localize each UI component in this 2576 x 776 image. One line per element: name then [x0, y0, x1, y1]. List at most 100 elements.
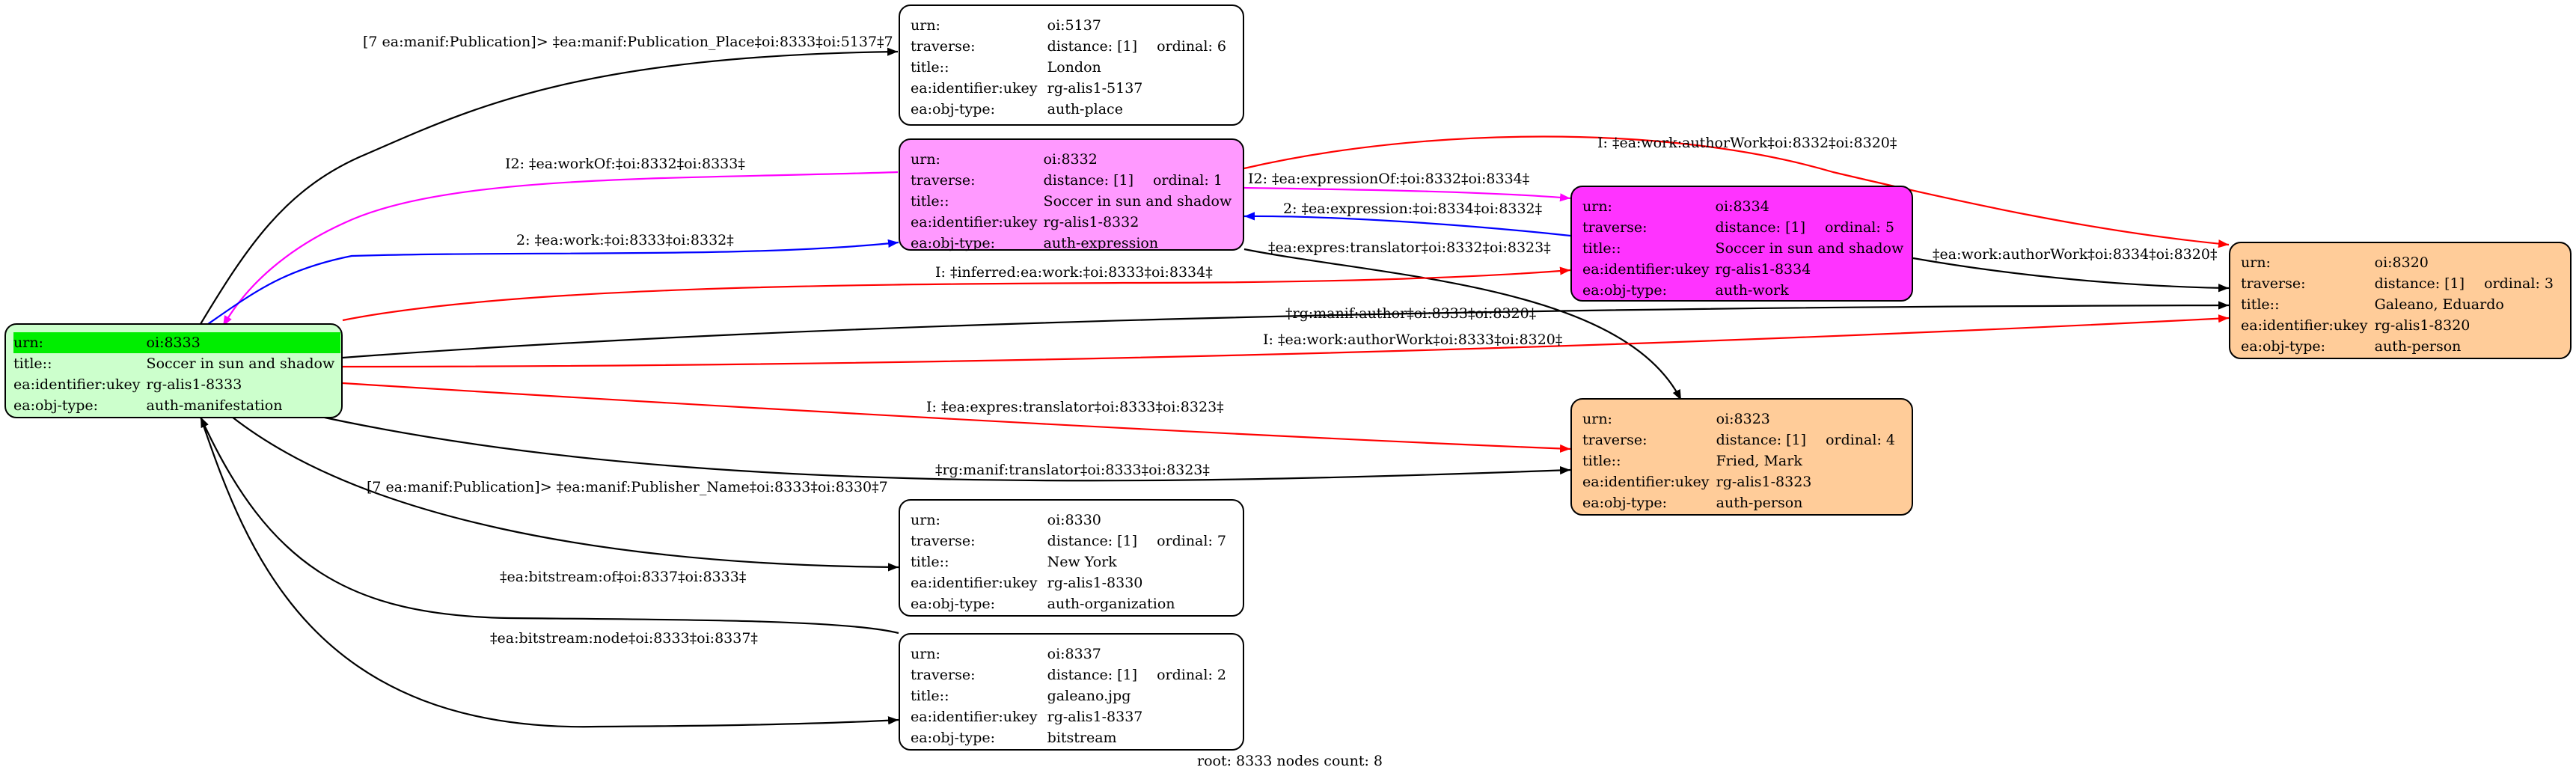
root-node-8333[interactable]: urn: oi:8333 title:: Soccer in sun and s…: [4, 323, 343, 418]
urn-value: oi:8334: [1715, 198, 1769, 215]
edge-expres-translator-8333: [342, 382, 1571, 453]
ordinal-value: ordinal: 2: [1157, 667, 1226, 683]
distance-value: distance: [1]: [1047, 533, 1138, 549]
ordinal-value: ordinal: 4: [1826, 432, 1895, 448]
traverse-key: traverse:: [1582, 432, 1648, 448]
title-value: New York: [1047, 554, 1117, 570]
node-8337[interactable]: urn:oi:8337 traverse:distance: [1]ordina…: [899, 633, 1244, 751]
root-type-key: ea:obj-type:: [13, 397, 99, 414]
root-ukey-value: rg-alis1-8333: [146, 376, 242, 393]
traverse-key: traverse:: [911, 533, 976, 549]
title-value: galeano.jpg: [1047, 688, 1131, 704]
root-type-value: auth-manifestation: [146, 397, 283, 414]
ordinal-value: ordinal: 7: [1157, 533, 1226, 549]
type-value: bitstream: [1047, 730, 1117, 746]
graph-footer: root: 8333 nodes count: 8: [1197, 753, 1383, 769]
urn-value: oi:8323: [1716, 411, 1770, 427]
node-5137[interactable]: urn:oi:5137 traverse:distance: [1]ordina…: [899, 4, 1244, 126]
title-key: title::: [1582, 453, 1621, 469]
title-key: title::: [911, 554, 949, 570]
ukey-value: rg-alis1-8337: [1047, 709, 1143, 725]
traverse-value: distance: [1]ordinal: 6: [1047, 36, 1232, 57]
type-value: auth-person: [2374, 338, 2462, 355]
node-5137-table: urn:oi:5137 traverse:distance: [1]ordina…: [911, 15, 1232, 120]
traverse-value: distance: [1]ordinal: 3: [2375, 273, 2560, 294]
node-8330-table: urn: oi:8330 traverse: distance: [1] ordina…: [911, 510, 1232, 614]
edge-manif-translator: [313, 414, 1571, 482]
edge-bitstream-node: [199, 416, 899, 728]
urn-key: urn:: [911, 151, 940, 168]
edge-expres-translator-8332: [1243, 248, 1682, 401]
edge-label-author-work-8333: I: ‡ea:work:authorWork‡oi:8333‡oi:8320‡: [1263, 332, 1563, 348]
edge-label-author-work-8334: ‡ea:work:authorWork‡oi:8334‡oi:8320‡: [1933, 246, 2218, 263]
node-8320[interactable]: urn:oi:8320 traverse:distance: [1]ordina…: [2229, 242, 2572, 359]
edge-label-expression-of: I2: ‡ea:expressionOf:‡oi:8332‡oi:8334‡: [1248, 171, 1530, 187]
edge-manif-author: [342, 301, 2230, 359]
root-node-table: urn: oi:8333 title:: Soccer in sun and s…: [13, 332, 341, 416]
node-8337-table: urn:oi:8337 traverse:distance: [1]ordina…: [911, 644, 1232, 748]
title-value: Fried, Mark: [1716, 453, 1802, 469]
ordinal-value: ordinal: 5: [1824, 219, 1894, 236]
edge-author-work-8333: [342, 314, 2230, 368]
traverse-key: traverse:: [911, 172, 976, 189]
urn-value: oi:5137: [1047, 17, 1101, 34]
root-urn-row: urn: oi:8333: [13, 332, 341, 353]
type-key: ea:obj-type:: [911, 235, 996, 251]
urn-key: urn:: [911, 512, 940, 528]
edge-label-work: 2: ‡ea:work:‡oi:8333‡oi:8332‡: [516, 232, 734, 248]
edge-expression: [1243, 212, 1571, 237]
node-8334[interactable]: urn:oi:8334 traverse:distance: [1]ordina…: [1570, 186, 1913, 302]
ukey-key: ea:identifier:ukey: [2241, 317, 2368, 334]
type-key: ea:obj-type:: [2241, 338, 2326, 355]
root-title-key: title::: [13, 355, 52, 372]
node-8323-table: urn:oi:8323 traverse:distance: [1]ordina…: [1582, 409, 1901, 513]
ukey-value: rg-alis1-8332: [1043, 214, 1139, 230]
title-key: title::: [1582, 240, 1621, 257]
ordinal-value: ordinal: 6: [1157, 38, 1226, 55]
node-8323[interactable]: urn:oi:8323 traverse:distance: [1]ordina…: [1570, 398, 1913, 516]
distance-value: distance: [1]: [1716, 432, 1807, 448]
type-key: ea:obj-type:: [1582, 495, 1668, 511]
type-key: ea:obj-type:: [911, 596, 996, 612]
edge-label-inferred-work: I: ‡inferred:ea:work:‡oi:8333‡oi:8334‡: [935, 264, 1213, 281]
urn-key: urn:: [1582, 198, 1612, 215]
distance-value: distance: [1]: [1043, 172, 1133, 189]
ukey-key: ea:identifier:ukey: [911, 575, 1038, 591]
root-title-value: Soccer in sun and shadow: [146, 355, 335, 372]
traverse-key: traverse:: [911, 667, 976, 683]
node-8332-table: urn:oi:8332 traverse:distance: [1]ordina…: [911, 149, 1237, 254]
edge-label-bitstream-node: ‡ea:bitstream:node‡oi:8333‡oi:8337‡: [490, 630, 758, 647]
urn-key: urn:: [2241, 254, 2271, 271]
edge-bitstream-of: [199, 416, 899, 635]
type-value: auth-organization: [1047, 596, 1175, 612]
title-value: London: [1047, 59, 1101, 76]
node-8332[interactable]: urn:oi:8332 traverse:distance: [1]ordina…: [899, 138, 1244, 251]
distance-value: distance: [1]: [1047, 667, 1138, 683]
edge-expression-of: [1243, 186, 1571, 202]
type-value: auth-person: [1716, 495, 1803, 511]
type-key: ea:obj-type:: [911, 730, 996, 746]
ukey-value: rg-alis1-8323: [1716, 474, 1812, 490]
edge-label-author-work-8332: I: ‡ea:work:authorWork‡oi:8332‡oi:8320‡: [1597, 135, 1897, 151]
traverse-value: distance: [1] ordinal: 2: [1047, 665, 1232, 685]
ukey-key: ea:identifier:ukey: [1582, 261, 1710, 278]
edge-author-work-8332: [1243, 135, 2230, 248]
traverse-key: traverse:: [2241, 275, 2306, 292]
distance-value: distance: [1]: [2374, 275, 2465, 292]
urn-key: urn:: [911, 646, 940, 662]
edge-label-manif-translator: ‡rg:manif:translator‡oi:8333‡oi:8323‡: [935, 462, 1210, 478]
urn-value: oi:8330: [1047, 512, 1101, 528]
type-value: auth-work: [1715, 282, 1789, 299]
edge-label-expres-translator-8333: I: ‡ea:expres:translator‡oi:8333‡oi:8323…: [926, 399, 1224, 415]
title-key: title::: [2241, 296, 2280, 313]
ukey-key: ea:identifier:ukey: [1582, 474, 1710, 490]
root-ukey-key: ea:identifier:ukey: [13, 376, 141, 393]
ukey-key: ea:identifier:ukey: [911, 214, 1038, 230]
edge-inferred-work: [342, 266, 1571, 322]
edge-label-expression: 2: ‡ea:expression:‡oi:8334‡oi:8332‡: [1283, 201, 1543, 217]
node-8330[interactable]: urn: oi:8330 traverse: distance: [1] ordina…: [899, 499, 1244, 617]
distance-value: distance: [1]: [1715, 219, 1805, 236]
ukey-key: ea:identifier:ukey: [911, 709, 1038, 725]
edge-label-expres-translator-8332: ‡ea:expres:translator‡oi:8332‡oi:8323‡: [1268, 239, 1551, 256]
